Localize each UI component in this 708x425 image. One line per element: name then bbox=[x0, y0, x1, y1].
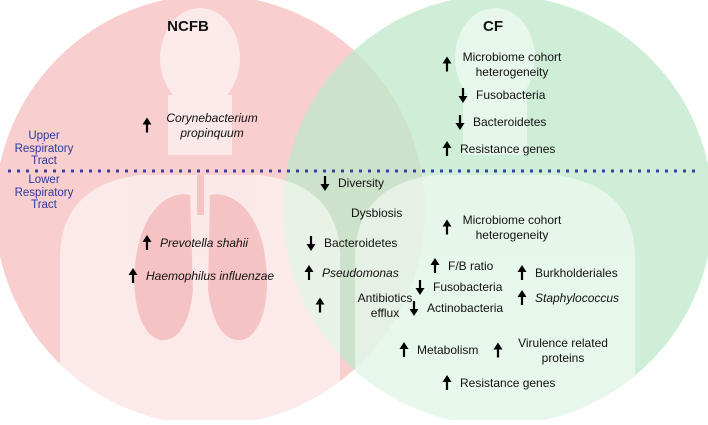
cf-lower-finding: Metabolism bbox=[399, 342, 478, 357]
decrease-arrow-icon bbox=[306, 236, 316, 251]
cf-body-silhouette bbox=[355, 8, 635, 425]
finding-label: Staphylococcus bbox=[535, 291, 619, 305]
increase-arrow-icon bbox=[142, 117, 152, 133]
finding-label: efflux bbox=[371, 306, 399, 320]
cf-upper-finding: Fusobacteria bbox=[458, 88, 546, 103]
decrease-arrow-icon bbox=[455, 115, 465, 130]
increase-arrow-icon bbox=[442, 375, 452, 390]
increase-arrow-icon bbox=[304, 265, 314, 280]
finding-label: Microbiome cohort bbox=[463, 50, 562, 64]
cf-header: CF bbox=[483, 18, 503, 35]
increase-arrow-icon bbox=[142, 235, 152, 250]
lower-respiratory-tract-label: Lower Respiratory Tract bbox=[15, 174, 74, 211]
decrease-arrow-icon bbox=[458, 88, 468, 103]
cf-lower-finding: F/B ratio bbox=[430, 258, 494, 273]
ncfb-lower-finding: Haemophilus influenzae bbox=[128, 268, 274, 283]
increase-arrow-icon bbox=[442, 219, 452, 235]
finding-label: Fusobacteria bbox=[433, 280, 503, 294]
svg-text:Upper: Upper bbox=[28, 130, 59, 142]
finding-label: Actinobacteria bbox=[427, 301, 503, 315]
finding-label: Dysbiosis bbox=[351, 206, 402, 220]
finding-label: Pseudomonas bbox=[322, 266, 399, 280]
cf-lower-finding: Resistance genes bbox=[442, 375, 555, 390]
cf-lower-finding: Burkholderiales bbox=[517, 265, 618, 280]
finding-label: Resistance genes bbox=[460, 376, 555, 390]
decrease-arrow-icon bbox=[320, 176, 330, 191]
overlap-lower-finding: Bacteroidetes bbox=[306, 236, 397, 251]
ncfb-header: NCFB bbox=[167, 18, 209, 35]
svg-text:Tract: Tract bbox=[31, 199, 58, 211]
finding-label: propinquum bbox=[179, 126, 243, 140]
increase-arrow-icon bbox=[493, 342, 503, 358]
decrease-arrow-icon bbox=[409, 301, 419, 316]
cf-lower-finding: Fusobacteria bbox=[415, 280, 503, 295]
increase-arrow-icon bbox=[442, 56, 452, 72]
decrease-arrow-icon bbox=[415, 280, 425, 295]
overlap-lower-finding: Diversity bbox=[320, 176, 384, 191]
cf-lower-finding: Actinobacteria bbox=[409, 301, 503, 316]
finding-label: Virulence related bbox=[518, 336, 608, 350]
finding-label: Metabolism bbox=[417, 343, 478, 357]
cf-upper-finding: Bacteroidetes bbox=[455, 115, 546, 130]
finding-label: Prevotella shahii bbox=[160, 236, 248, 250]
svg-text:Respiratory: Respiratory bbox=[15, 143, 74, 155]
finding-label: Corynebacterium bbox=[166, 111, 257, 125]
increase-arrow-icon bbox=[517, 290, 527, 305]
increase-arrow-icon bbox=[517, 265, 527, 280]
overlap-lower-finding: Dysbiosis bbox=[351, 206, 402, 220]
finding-label: proteins bbox=[542, 351, 585, 365]
finding-label: Bacteroidetes bbox=[473, 115, 546, 129]
finding-label: Burkholderiales bbox=[535, 266, 618, 280]
finding-label: Antibiotics bbox=[358, 291, 413, 305]
overlap-lower-finding: Pseudomonas bbox=[304, 265, 399, 280]
finding-label: Resistance genes bbox=[460, 142, 555, 156]
ncfb-body-silhouette bbox=[60, 8, 340, 425]
finding-label: Diversity bbox=[338, 176, 384, 190]
upper-respiratory-tract-label: Upper Respiratory Tract bbox=[15, 130, 74, 167]
svg-text:Respiratory: Respiratory bbox=[15, 187, 74, 199]
svg-text:Lower: Lower bbox=[28, 174, 59, 186]
increase-arrow-icon bbox=[442, 141, 452, 156]
finding-label: heterogeneity bbox=[476, 228, 549, 242]
increase-arrow-icon bbox=[128, 268, 138, 283]
finding-label: Fusobacteria bbox=[476, 88, 546, 102]
increase-arrow-icon bbox=[399, 342, 409, 357]
finding-label: F/B ratio bbox=[448, 259, 494, 273]
svg-text:Tract: Tract bbox=[31, 155, 58, 167]
cf-lower-finding: Staphylococcus bbox=[517, 290, 619, 305]
lungs-icon bbox=[134, 175, 267, 341]
finding-label: Microbiome cohort bbox=[463, 213, 562, 227]
ncfb-lower-finding: Prevotella shahii bbox=[142, 235, 248, 250]
cf-upper-finding: Resistance genes bbox=[442, 141, 555, 156]
finding-label: Haemophilus influenzae bbox=[146, 269, 274, 283]
increase-arrow-icon bbox=[430, 258, 440, 273]
increase-arrow-icon bbox=[315, 297, 325, 313]
finding-label: heterogeneity bbox=[476, 65, 549, 79]
finding-label: Bacteroidetes bbox=[324, 236, 397, 250]
